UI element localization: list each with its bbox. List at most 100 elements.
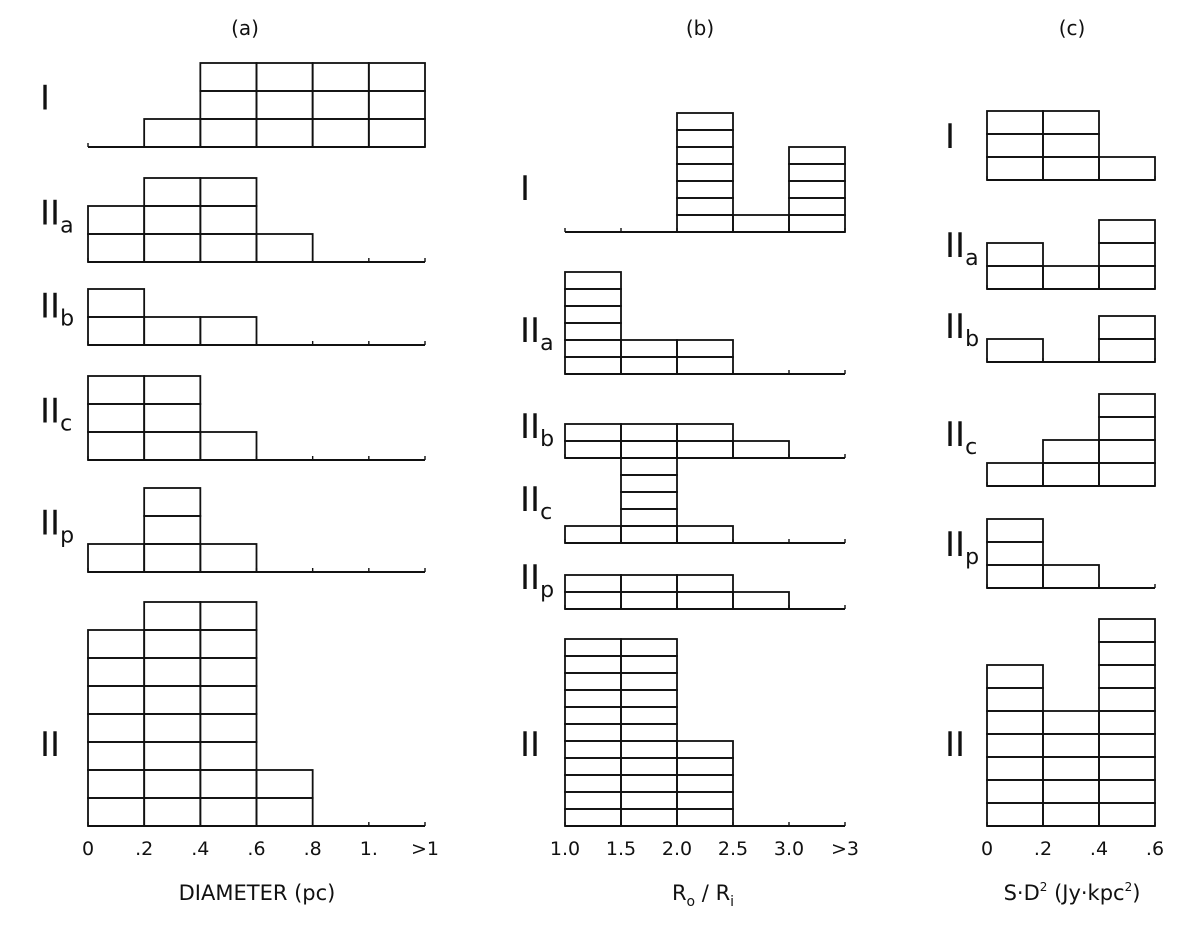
bar-segment bbox=[1042, 462, 1100, 487]
histogram-row: IIb bbox=[40, 286, 426, 346]
bar-segment bbox=[199, 431, 258, 461]
bar-segment bbox=[986, 756, 1044, 781]
tick-label: .2 bbox=[135, 838, 153, 860]
bar-segment bbox=[676, 808, 734, 827]
histogram-row: IIc bbox=[945, 393, 1156, 487]
bar-segment bbox=[143, 487, 202, 517]
bar-segment bbox=[564, 655, 622, 674]
bar-segment bbox=[367, 118, 426, 148]
row-label: IIp bbox=[945, 525, 979, 570]
bar-segment bbox=[311, 118, 370, 148]
bar-segment bbox=[1098, 641, 1156, 666]
bar-segment bbox=[367, 90, 426, 120]
bar-segment bbox=[620, 740, 678, 759]
bar-segment bbox=[87, 797, 146, 827]
row-label: II bbox=[520, 725, 540, 765]
bar-segment bbox=[1098, 462, 1156, 487]
bar-segment bbox=[255, 62, 314, 92]
axis-title: DIAMETER (pc) bbox=[179, 881, 336, 905]
bar-segment bbox=[986, 802, 1044, 827]
bar-segment bbox=[564, 574, 622, 593]
bar-segment bbox=[1098, 733, 1156, 758]
tick-label: 1.0 bbox=[550, 838, 580, 860]
bar-segment bbox=[255, 233, 314, 263]
bar-segment bbox=[676, 791, 734, 810]
bar-segment bbox=[732, 591, 790, 610]
bar-segment bbox=[986, 242, 1044, 267]
bar-segment bbox=[87, 233, 146, 263]
bar-segment bbox=[564, 757, 622, 776]
bar-segment bbox=[255, 90, 314, 120]
bar-segment bbox=[788, 214, 846, 233]
histogram-row: I bbox=[40, 62, 426, 148]
row-label: IIp bbox=[40, 504, 74, 549]
axis-title: Ro / Ri bbox=[672, 881, 734, 910]
tick-label: .4 bbox=[1090, 838, 1108, 860]
bar-segment bbox=[1098, 338, 1156, 363]
bar-segment bbox=[87, 685, 146, 715]
row-label: IIc bbox=[520, 480, 552, 525]
bar-segment bbox=[1098, 416, 1156, 441]
bar-segment bbox=[1098, 439, 1156, 464]
bar-segment bbox=[1098, 393, 1156, 418]
bar-segment bbox=[199, 657, 258, 687]
bar-segment bbox=[143, 431, 202, 461]
histogram-row: IIa bbox=[520, 271, 846, 375]
bar-segment bbox=[143, 629, 202, 659]
bar-segment bbox=[564, 706, 622, 725]
bar-segment bbox=[620, 457, 678, 476]
tick-label: .6 bbox=[247, 838, 265, 860]
bar-segment bbox=[1098, 756, 1156, 781]
bar-segment bbox=[199, 177, 258, 207]
row-label: IIp bbox=[520, 558, 554, 603]
bar-segment bbox=[620, 723, 678, 742]
bar-segment bbox=[1098, 618, 1156, 643]
bar-segment bbox=[676, 774, 734, 793]
bar-segment bbox=[788, 197, 846, 216]
bar-segment bbox=[87, 543, 146, 573]
bar-segment bbox=[986, 110, 1044, 135]
row-label: I bbox=[520, 169, 530, 209]
bar-segment bbox=[255, 118, 314, 148]
bar-segment bbox=[732, 214, 790, 233]
bar-segment bbox=[676, 163, 734, 182]
bar-segment bbox=[620, 757, 678, 776]
tick-label: .6 bbox=[1146, 838, 1164, 860]
histogram-row: IIc bbox=[40, 375, 426, 461]
tick-label: .4 bbox=[191, 838, 209, 860]
bar-segment bbox=[620, 491, 678, 510]
bar-segment bbox=[143, 205, 202, 235]
bar-segment bbox=[143, 177, 202, 207]
tick-label: 0 bbox=[981, 838, 993, 860]
bar-segment bbox=[199, 118, 258, 148]
tick-label: 1.5 bbox=[606, 838, 636, 860]
bar-segment bbox=[676, 591, 734, 610]
bar-segment bbox=[676, 197, 734, 216]
tick-label: 1. bbox=[360, 838, 378, 860]
bar-segment bbox=[564, 288, 622, 307]
row-label: I bbox=[40, 79, 50, 119]
bar-segment bbox=[986, 518, 1044, 543]
histogram-row: II bbox=[40, 601, 426, 827]
tick-label: >1 bbox=[411, 838, 439, 860]
bar-segment bbox=[564, 723, 622, 742]
bar-segment bbox=[986, 338, 1044, 363]
bar-segment bbox=[143, 543, 202, 573]
histogram-row: IIc bbox=[520, 440, 846, 544]
row-label: IIc bbox=[40, 392, 72, 437]
bar-segment bbox=[564, 305, 622, 324]
row-label: IIa bbox=[945, 226, 979, 271]
bar-segment bbox=[564, 740, 622, 759]
bar-segment bbox=[1042, 133, 1100, 158]
bar-segment bbox=[199, 62, 258, 92]
bar-segment bbox=[143, 601, 202, 631]
bar-segment bbox=[676, 356, 734, 375]
bar-segment bbox=[986, 664, 1044, 689]
bar-segment bbox=[564, 356, 622, 375]
histogram-row: II bbox=[945, 618, 1156, 827]
bar-segment bbox=[564, 423, 622, 442]
bar-segment bbox=[620, 574, 678, 593]
bar-segment bbox=[986, 462, 1044, 487]
bar-segment bbox=[311, 90, 370, 120]
bar-segment bbox=[620, 774, 678, 793]
